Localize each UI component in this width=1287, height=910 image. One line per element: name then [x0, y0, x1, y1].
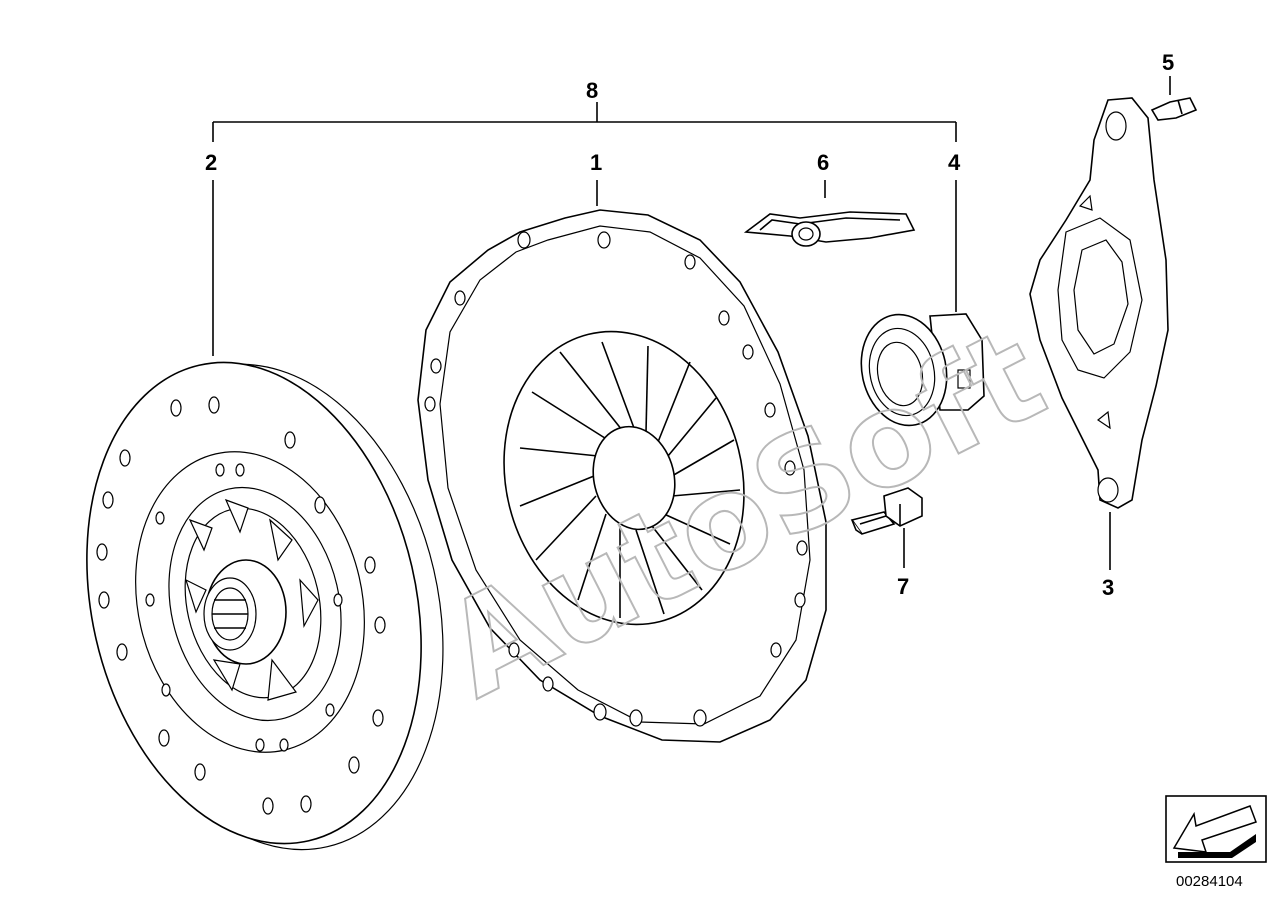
group-bracket-8	[212, 102, 957, 142]
callout-3: 3	[1102, 575, 1114, 600]
callout-2: 2	[205, 150, 217, 175]
drawing-number: 00284104	[1176, 873, 1243, 890]
callout-1: 1	[590, 150, 602, 175]
hex-bolt	[850, 487, 923, 535]
disc-rivet-holes	[96, 396, 386, 815]
clutch-disc	[86, 361, 444, 851]
release-bearing	[860, 313, 985, 427]
pivot-pin	[1150, 97, 1198, 121]
release-fork	[1029, 97, 1169, 509]
callout-7: 7	[897, 574, 909, 599]
disc-hub-windows	[185, 498, 319, 701]
callout-5: 5	[1162, 50, 1174, 75]
leader-lines	[212, 76, 1171, 570]
pressure-plate-holes	[424, 231, 808, 727]
pressure-plate	[417, 209, 827, 743]
callout-8: 8	[586, 78, 598, 103]
callout-4: 4	[948, 150, 961, 175]
disc-splined-hub	[203, 559, 287, 665]
direction-arrow-icon	[1165, 795, 1267, 863]
callout-6: 6	[817, 150, 829, 175]
diaphragm-spring-fingers	[519, 341, 741, 618]
spring-clip	[743, 211, 916, 247]
